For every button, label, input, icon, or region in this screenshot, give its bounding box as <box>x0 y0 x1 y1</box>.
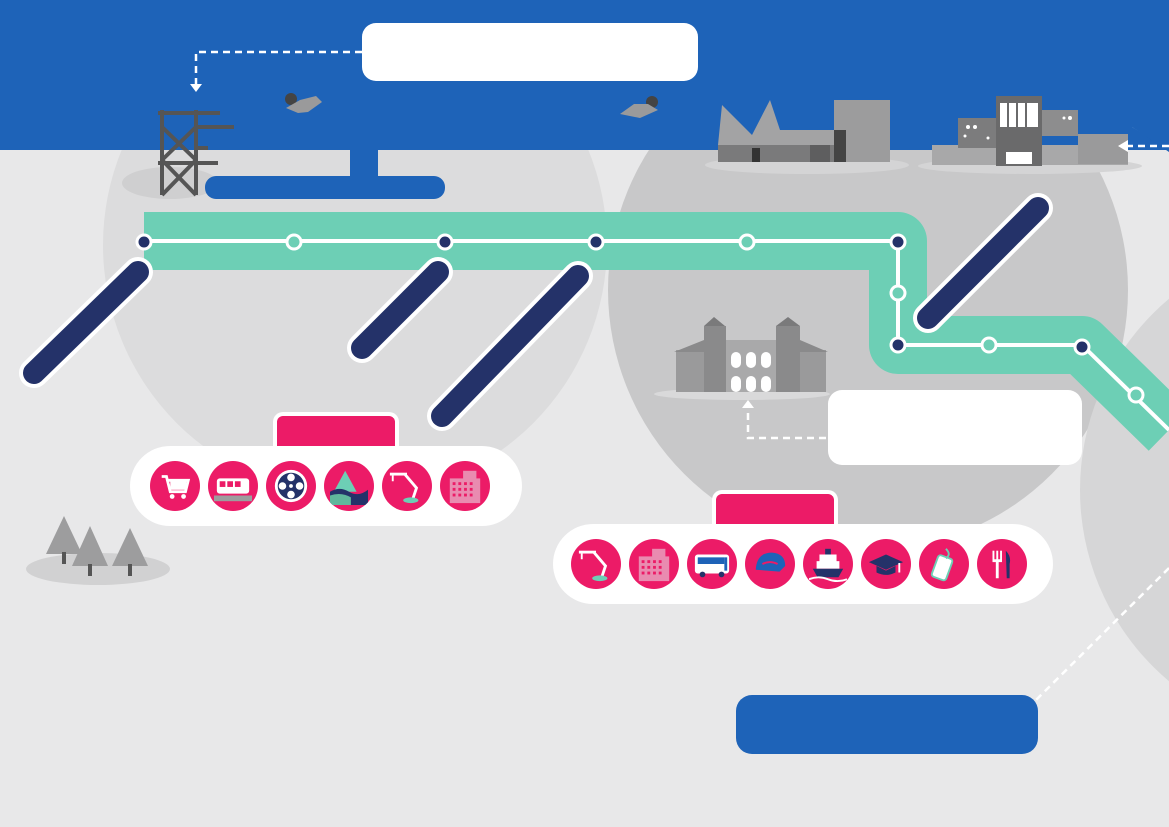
apartment-building-icon[interactable] <box>440 461 490 511</box>
diving-tower-icon <box>122 110 234 199</box>
branch-bars <box>19 193 1053 431</box>
crane-icon[interactable] <box>382 461 432 511</box>
cutlery-icon[interactable] <box>977 539 1027 589</box>
info-button[interactable] <box>736 695 1038 754</box>
helmet-icon[interactable] <box>745 539 795 589</box>
top-label-card <box>362 23 698 81</box>
swimmer-icon <box>285 93 322 113</box>
museum-building-icon <box>654 317 830 400</box>
icon-row-right <box>553 524 1053 604</box>
shopping-cart-icon[interactable] <box>150 461 200 511</box>
tram-icon[interactable] <box>208 461 258 511</box>
pool-shape <box>205 176 445 199</box>
museum-label-card <box>828 390 1082 465</box>
bus-icon[interactable] <box>687 539 737 589</box>
arena-buildings-icon <box>705 100 909 174</box>
pool-stem <box>350 110 378 182</box>
apartment-building-icon[interactable] <box>629 539 679 589</box>
graduation-cap-icon[interactable] <box>861 539 911 589</box>
trees-icon <box>26 516 170 585</box>
crane-icon[interactable] <box>571 539 621 589</box>
factory-buildings-icon <box>918 96 1142 174</box>
landscape-icon[interactable] <box>324 461 374 511</box>
cruise-ship-icon[interactable] <box>803 539 853 589</box>
icon-row-left <box>130 446 522 526</box>
route-stops <box>135 233 1145 404</box>
swimmer-icon <box>620 96 658 118</box>
luggage-tag-icon[interactable] <box>919 539 969 589</box>
film-reel-icon[interactable] <box>266 461 316 511</box>
connector-lines <box>194 50 1169 701</box>
